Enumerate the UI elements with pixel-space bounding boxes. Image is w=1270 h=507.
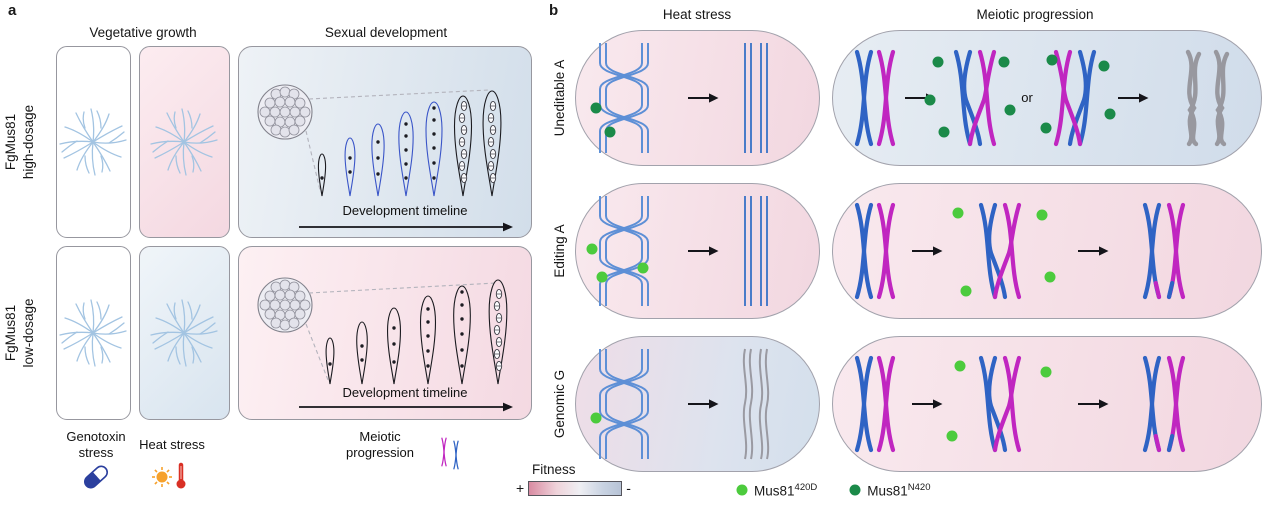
ascus-series-low — [325, 279, 508, 385]
meiosis-scene-editing — [857, 205, 1183, 297]
recombinant-chromosome-magenta — [1169, 205, 1183, 297]
legend-label: Mus81N420 — [867, 482, 931, 499]
aberrant-chromosomes — [1188, 52, 1199, 144]
meiosis-scene-uneditable — [857, 52, 1227, 144]
dna-resolved-icon — [744, 42, 768, 154]
dna-junction-icon — [599, 348, 649, 460]
hyphae-high-heat — [150, 108, 218, 176]
row-label-line: FgMus81 — [3, 113, 19, 171]
mus81-n420-dots — [590, 102, 616, 138]
capsule-meiosis-genomic — [832, 336, 1262, 472]
fitness-minus: - — [626, 480, 631, 496]
fitness-gradient-bar — [528, 480, 623, 496]
aberrant-chromosomes — [1216, 52, 1227, 144]
chromosome-blue — [857, 358, 871, 450]
heat-scene-uneditable — [590, 42, 768, 154]
row-label-fgmus81-high: FgMus81 high-dosage — [0, 46, 40, 238]
heat-scene-genomic — [590, 348, 770, 460]
chromosome-blue — [857, 52, 871, 144]
recombination-intermediate — [981, 205, 1019, 297]
arrow-icon — [1077, 245, 1110, 257]
legend-label: Mus81420D — [754, 482, 818, 499]
mus81-420d-dots — [952, 207, 1056, 297]
recombinant-chromosome-magenta — [1169, 358, 1183, 450]
timeline-label-low: Development timeline — [342, 385, 468, 400]
row-label-line: FgMus81 — [3, 304, 19, 362]
recombination-intermediate — [956, 52, 994, 144]
legend-line: progression — [346, 445, 414, 461]
recombinant-chromosome-blue — [1145, 205, 1159, 297]
arrow-icon — [1117, 92, 1150, 104]
legend-heat-stress: Heat stress — [139, 437, 205, 452]
dna-resolved-icon — [744, 195, 768, 307]
arrow-icon — [687, 245, 720, 257]
recombination-intermediate — [981, 358, 1019, 450]
fitness-label: Fitness — [532, 462, 576, 477]
zoom-dashes-high — [305, 89, 490, 191]
perithecium-low-icon — [257, 277, 313, 333]
chromosome-blue — [857, 205, 871, 297]
legend-mus81-420d: Mus81420D — [736, 482, 817, 499]
development-arrow-high — [299, 222, 513, 232]
mus81-420d-dot-icon — [736, 484, 748, 496]
row-label-uneditable-a: Uneditable A — [552, 59, 568, 137]
or-label: or — [1021, 90, 1033, 105]
header-meiotic-progression: Meiotic progression — [976, 7, 1094, 22]
header-heat-stress: Heat stress — [662, 7, 732, 22]
row-label-editing-a: Editing A — [552, 224, 568, 278]
recombinant-chromosome-blue — [1145, 358, 1159, 450]
row-label-line: high-dosage — [21, 104, 36, 180]
meiotic-chromosomes-icon — [441, 437, 459, 470]
zoom-dashes-low — [305, 282, 497, 381]
box-sexualdev-low — [238, 246, 532, 420]
mus81-n420-dots — [924, 56, 1016, 138]
legend-line: stress — [78, 445, 114, 461]
legend-line: Genotoxin — [66, 429, 126, 444]
arrow-icon — [687, 92, 720, 104]
development-arrow-low — [299, 402, 513, 412]
row-label-line: low-dosage — [21, 298, 36, 368]
header-vegetative-growth: Vegetative growth — [89, 25, 197, 40]
chromosome-magenta — [879, 52, 893, 144]
legend-line: Meiotic — [359, 429, 401, 444]
legend-mus81-n420: Mus81N420 — [849, 482, 931, 499]
recombination-intermediate — [1056, 52, 1094, 144]
chromosome-magenta — [879, 358, 893, 450]
thermometer-icon — [177, 465, 186, 489]
hyphae-high-control — [59, 108, 127, 176]
genotoxin-capsule-icon — [83, 465, 109, 489]
chromosome-magenta — [879, 205, 893, 297]
fitness-legend: Fitness + - — [516, 462, 666, 496]
panel-b-label: b — [549, 2, 559, 19]
box-sexualdev-high — [238, 46, 532, 238]
arrow-icon — [911, 398, 944, 410]
arrow-icon — [687, 398, 720, 410]
capsule-meiosis-editing — [832, 183, 1262, 319]
mus81-n420-dot-icon — [849, 484, 861, 496]
fitness-plus: + — [516, 480, 525, 496]
row-label-fgmus81-low: FgMus81 low-dosage — [0, 246, 40, 420]
ascus-series-high — [317, 90, 502, 197]
mus81-420d-dots — [590, 412, 602, 424]
arrow-icon — [1077, 398, 1110, 410]
dna-unresolved-icon — [742, 348, 770, 460]
panel-a-label: a — [8, 2, 17, 19]
row-label-genomic-g: Genomic G — [552, 369, 568, 439]
hyphae-low-heat — [150, 299, 218, 367]
mus81-legend: Mus81420D Mus81N420 — [736, 482, 931, 499]
heat-scene-editing — [586, 195, 768, 307]
hyphae-low-control — [59, 299, 127, 367]
arrow-icon — [911, 245, 944, 257]
legend-genotoxin-stress: Genotoxin stress — [54, 429, 138, 462]
header-sexual-development: Sexual development — [324, 25, 448, 40]
meiosis-scene-genomic — [857, 358, 1183, 450]
legend-meiotic-progression: Meiotic progression — [328, 429, 432, 462]
timeline-label-high: Development timeline — [342, 203, 468, 218]
sun-icon — [151, 466, 173, 488]
dna-junction-icon — [599, 195, 649, 307]
perithecium-high-icon — [257, 84, 313, 140]
